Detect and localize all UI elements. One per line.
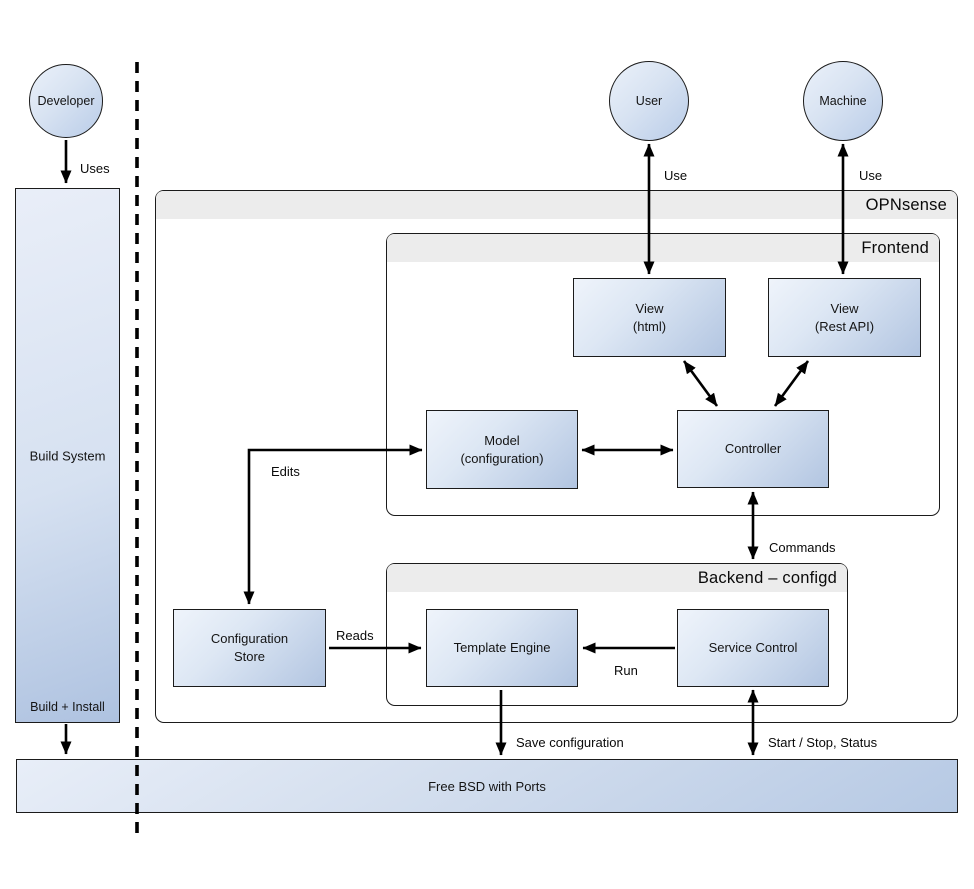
- opnsense-title: OPNsense: [865, 195, 947, 214]
- view-rest-line1: View: [830, 300, 859, 316]
- actor-machine-label: Machine: [819, 94, 867, 108]
- node-template-engine: Template Engine: [426, 609, 578, 687]
- backend-header-band: Backend – configd: [387, 564, 847, 592]
- edge-label-commands: Commands: [769, 540, 836, 555]
- edge-label-start-stop-status: Start / Stop, Status: [768, 735, 878, 750]
- config-store-line1: Configuration: [210, 631, 289, 647]
- actor-machine: Machine: [803, 61, 883, 141]
- actor-developer: Developer: [29, 64, 103, 138]
- controller-label: Controller: [724, 441, 782, 457]
- edge-label-edits: Edits: [271, 464, 300, 479]
- backend-title: Backend – configd: [697, 568, 837, 587]
- edge-label-run: Run: [614, 663, 638, 678]
- actor-user-label: User: [635, 94, 663, 108]
- view-html-line1: View: [635, 300, 664, 316]
- view-html-line2: (html): [632, 318, 667, 334]
- edge-label-use-machine: Use: [859, 168, 883, 183]
- node-model: Model (configuration): [426, 410, 578, 489]
- edge-label-save-configuration: Save configuration: [516, 735, 624, 750]
- node-service-control: Service Control: [677, 609, 829, 687]
- template-engine-label: Template Engine: [453, 640, 551, 656]
- node-build-system: Build System Build + Install: [15, 188, 120, 723]
- build-system-label: Build System: [29, 448, 106, 463]
- model-line2: (configuration): [460, 450, 544, 466]
- model-line1: Model: [484, 432, 520, 448]
- node-configuration-store: Configuration Store: [173, 609, 326, 687]
- edge-label-uses: Uses: [80, 161, 110, 176]
- freebsd-label: Free BSD with Ports: [428, 778, 546, 794]
- node-controller: Controller: [677, 410, 829, 488]
- edge-label-use-user: Use: [664, 168, 688, 183]
- edge-label-reads: Reads: [336, 628, 374, 643]
- service-control-label: Service Control: [708, 640, 798, 656]
- node-view-html: View (html): [573, 278, 726, 357]
- opnsense-header-band: OPNsense: [156, 191, 957, 219]
- frontend-title: Frontend: [861, 238, 929, 257]
- config-store-line2: Store: [233, 649, 266, 664]
- build-install-label: Build + Install: [30, 700, 105, 714]
- node-freebsd-bar: Free BSD with Ports: [16, 759, 958, 813]
- frontend-header-band: Frontend: [387, 234, 939, 262]
- actor-developer-label: Developer: [37, 94, 95, 108]
- view-rest-line2: (Rest API): [814, 318, 875, 334]
- node-view-rest-api: View (Rest API): [768, 278, 921, 357]
- actor-user: User: [609, 61, 689, 141]
